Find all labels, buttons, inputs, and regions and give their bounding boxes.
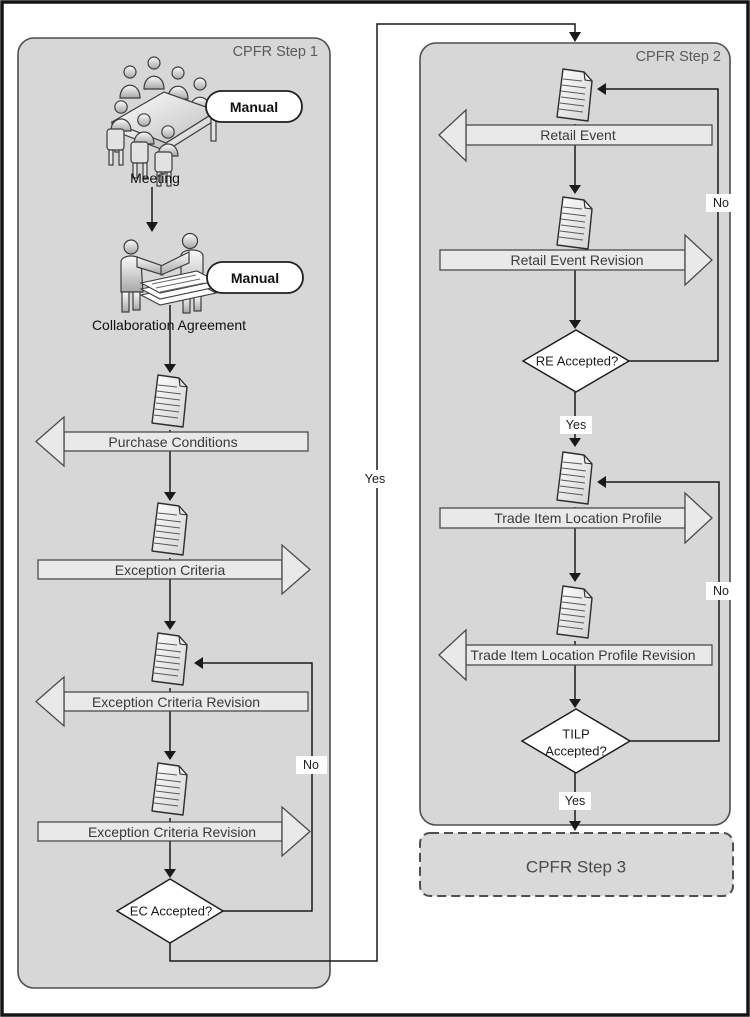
arrow-trade-item-location-profile-revision: Trade Item Location Profile Revision (438, 628, 713, 682)
decision-label-line2: Accepted? (545, 744, 606, 759)
arrow-purchase-conditions: Purchase Conditions (35, 415, 309, 468)
decision-re-accepted: RE Accepted? (521, 329, 631, 393)
yes-label-tilp: Yes (559, 792, 591, 810)
decision-label-line1: TILP (562, 727, 589, 742)
document-icon (151, 502, 188, 556)
meeting-back-row (119, 56, 211, 111)
document-icon (151, 762, 188, 816)
flow-yes-step1-to-step2 (169, 23, 576, 962)
flow-no-tilp-loop (606, 481, 720, 742)
decision-ec-accepted: EC Accepted? (115, 878, 225, 944)
right-arm (160, 251, 190, 276)
arrow-label: Purchase Conditions (108, 434, 237, 450)
collaboration-caption: Collaboration Agreement (92, 317, 246, 333)
no-label-tilp: No (706, 582, 736, 600)
arrow-label: Retail Event Revision (510, 252, 643, 268)
no-label-step1: No (296, 756, 327, 774)
svg-text:No: No (303, 758, 319, 772)
svg-text:No: No (713, 196, 729, 210)
document-icon (556, 451, 593, 505)
svg-text:No: No (713, 584, 729, 598)
yes-label-re: Yes (560, 416, 592, 434)
arrow-retail-event-revision: Retail Event Revision (439, 233, 713, 287)
step3-box (419, 832, 734, 897)
arrow-trade-item-location-profile: Trade Item Location Profile (439, 491, 713, 545)
no-label-re: No (706, 194, 736, 212)
document-icon (556, 68, 593, 122)
manual-pill-2 (206, 261, 304, 294)
arrow-label: Exception Criteria Revision (92, 694, 260, 710)
meeting-front-row (106, 100, 179, 187)
arrow-label: Retail Event (540, 127, 616, 143)
document-icon (556, 196, 593, 250)
arrow-label: Exception Criteria (115, 562, 226, 578)
document-icon (556, 585, 593, 639)
arrow-exception-criteria: Exception Criteria (37, 543, 311, 596)
flow-no-re-loop (606, 88, 719, 362)
decision-tilp-accepted: TILP Accepted? (520, 708, 632, 774)
svg-text:Yes: Yes (365, 472, 385, 486)
step3-title: CPFR Step 3 (526, 858, 626, 877)
arrow-label: Trade Item Location Profile (494, 510, 662, 526)
decision-label: RE Accepted? (536, 354, 618, 369)
svg-text:Yes: Yes (565, 794, 585, 808)
flow-no-step1-loop (203, 662, 313, 912)
decision-label: EC Accepted? (130, 904, 212, 919)
svg-text:Yes: Yes (566, 418, 586, 432)
arrow-label: Exception Criteria Revision (88, 824, 256, 840)
document-icon (151, 632, 188, 686)
step1-title: CPFR Step 1 (233, 44, 318, 60)
step2-title: CPFR Step 2 (636, 49, 721, 65)
document-icon (151, 374, 188, 428)
meeting-caption: Meeting (130, 170, 180, 186)
arrow-exception-criteria-revision-left: Exception Criteria Revision (35, 675, 309, 728)
collaboration-clipart-icon (120, 232, 218, 314)
arrow-exception-criteria-revision-right: Exception Criteria Revision (37, 805, 311, 858)
left-arm (136, 256, 164, 276)
arrow-retail-event: Retail Event (438, 108, 713, 163)
manual-label-1: Manual (230, 99, 278, 115)
manual-pill-1 (205, 90, 303, 123)
arrow-label: Trade Item Location Profile Revision (470, 647, 695, 663)
manual-label-2: Manual (231, 270, 279, 286)
yes-label-step1: Yes (359, 470, 391, 488)
